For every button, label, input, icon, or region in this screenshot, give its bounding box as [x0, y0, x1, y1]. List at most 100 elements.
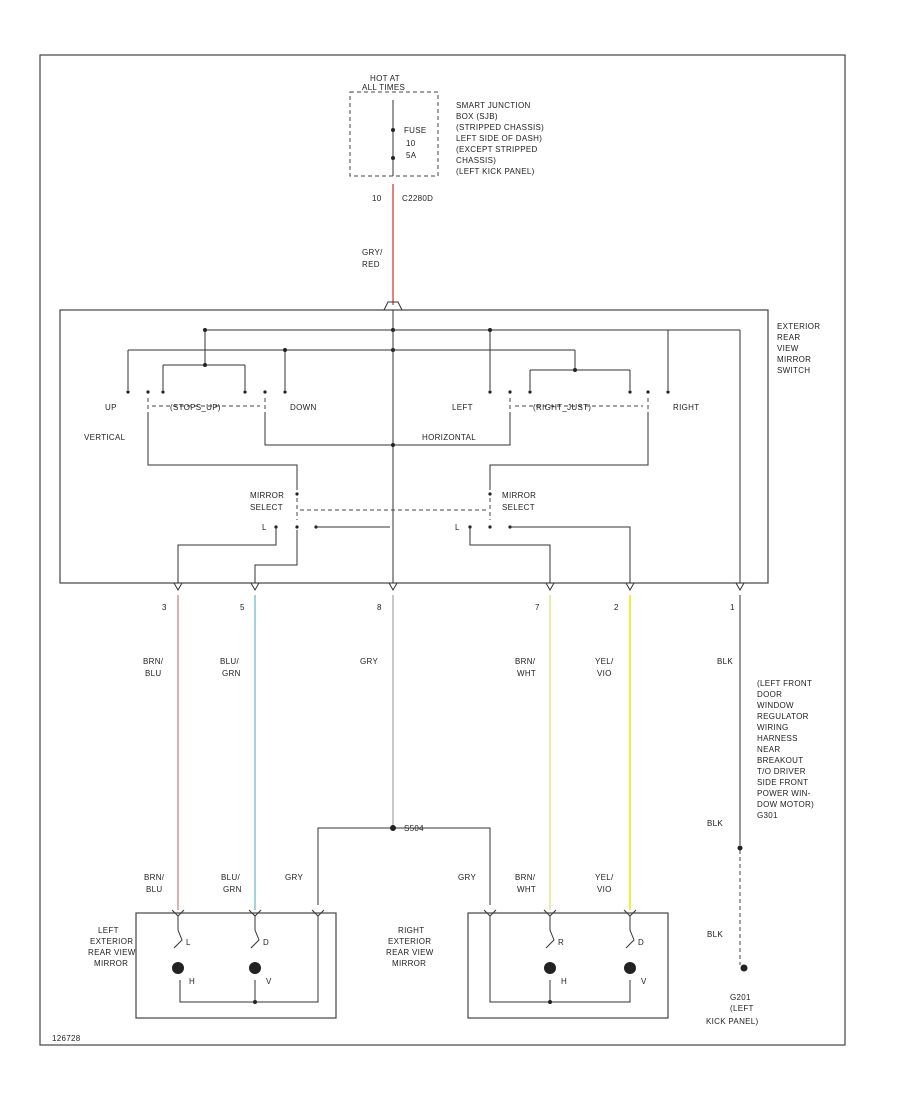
rm-motor-v-icon [624, 962, 636, 974]
lm-wire-label-1b: BLU [146, 885, 162, 894]
select-blades [296, 498, 491, 520]
rm-wire-label-3a: YEL/ [595, 873, 614, 882]
out-pin-3 [177, 527, 277, 583]
contact-row: UP (STOPS_UP) DOWN LEFT (RIGHT_JUST) RIG… [105, 390, 699, 412]
sjb-desc-6: CHASSIS) [456, 156, 496, 165]
left-mirror: BRN/ BLU BLU/ GRN GRY LEFT EXTERIOR REAR… [88, 873, 337, 1019]
rm-internal-wiring [489, 916, 631, 1003]
diagram-border [39, 54, 846, 1046]
switch-blades [147, 398, 649, 412]
ground-id: G201 [730, 993, 751, 1002]
sjb-desc-1: SMART JUNCTION [456, 101, 531, 110]
harness-desc-8: BREAKOUT [757, 756, 803, 765]
wire-label-yel-vio-1: YEL/ [595, 657, 614, 666]
switch-name-5: SWITCH [777, 366, 810, 375]
label-vertical: VERTICAL [84, 433, 126, 442]
contact [146, 390, 150, 394]
figure-id: 126728 [52, 1034, 81, 1043]
out-pin-5 [254, 530, 298, 583]
sjb-desc-7: (LEFT KICK PANEL) [456, 167, 535, 176]
pin-terminal [735, 582, 745, 592]
sjb-desc-4: LEFT SIDE OF DASH) [456, 134, 542, 143]
contact [161, 390, 165, 394]
rm-motor-v: V [641, 977, 647, 986]
harness-desc-13: G301 [757, 811, 778, 820]
rm-switch-h [545, 929, 555, 949]
blk-label-1: BLK [707, 819, 723, 828]
rm-wire-label-2a: BRN/ [515, 873, 536, 882]
lm-wire-label-3: GRY [285, 873, 303, 882]
harness-desc-4: REGULATOR [757, 712, 809, 721]
wire-label-brn-wht-1: BRN/ [515, 657, 536, 666]
junction-dot [548, 1000, 552, 1004]
rm-name-1: RIGHT [398, 926, 424, 935]
rm-motor-h-icon [544, 962, 556, 974]
junction-dot [283, 348, 287, 352]
rm-name-4: MIRROR [392, 959, 426, 968]
label-horizontal: HORIZONTAL [422, 433, 476, 442]
sjb-pin: 10 [372, 194, 382, 203]
lm-dir-h: L [186, 938, 191, 947]
ground-g201: G201 (LEFT KICK PANEL) [706, 964, 758, 1026]
lm-motor-v-icon [249, 962, 261, 974]
hot-label-1: HOT AT [370, 74, 400, 83]
lm-motor-v: V [266, 977, 272, 986]
pin-terminal [625, 582, 635, 592]
contact [126, 390, 130, 394]
sjb-connector: C2280D [402, 194, 433, 203]
contact [628, 390, 632, 394]
sjb-desc-3: (STRIPPED CHASSIS) [456, 123, 544, 132]
switch-second-bus [127, 349, 576, 390]
harness-desc-10: SIDE FRONT [757, 778, 808, 787]
pin-5: 5 [240, 603, 245, 612]
switch-name-3: VIEW [777, 344, 799, 353]
harness-desc-3: WINDOW [757, 701, 794, 710]
rm-dir-v: D [638, 938, 644, 947]
lm-name-1: LEFT [98, 926, 119, 935]
harness-desc-6: HARNESS [757, 734, 798, 743]
mirror-select-left-1: MIRROR [250, 491, 284, 500]
pin-terminal [388, 582, 398, 592]
out-pin-7 [469, 527, 551, 583]
switch-name-1: EXTERIOR [777, 322, 820, 331]
rm-name-3: REAR VIEW [386, 948, 434, 957]
fuse-terminal-top [391, 128, 395, 132]
pin-2: 2 [614, 603, 619, 612]
junction-dot [253, 1000, 257, 1004]
junction-dot [391, 443, 395, 447]
switch-input-connector [383, 301, 403, 311]
lm-wire-label-2b: GRN [223, 885, 242, 894]
contact-right-just: (RIGHT_JUST) [533, 403, 591, 412]
rm-wire-label-2b: WHT [517, 885, 536, 894]
pin-8: 8 [377, 603, 382, 612]
pin-1: 1 [730, 603, 735, 612]
sjb-desc-5: (EXCEPT STRIPPED [456, 145, 538, 154]
fuse-label-1: FUSE [404, 126, 427, 135]
sjb-outline [349, 91, 439, 177]
fuse-terminal-bottom [391, 156, 395, 160]
blk-label-2: BLK [707, 930, 723, 939]
harness-desc-2: DOOR [757, 690, 782, 699]
rm-wire-label-1: GRY [458, 873, 476, 882]
rm-switch-v [625, 929, 635, 949]
pin-terminal [545, 582, 555, 592]
fuse-label-3: 5A [406, 151, 417, 160]
harness-desc-7: NEAR [757, 745, 780, 754]
contact [488, 492, 492, 496]
wire-label-yel-vio-2: VIO [597, 669, 612, 678]
switch-top-bus [204, 310, 740, 365]
contact-stops-up: (STOPS_UP) [170, 403, 221, 412]
lm-name-2: EXTERIOR [90, 937, 133, 946]
rm-dir-h: R [558, 938, 564, 947]
wire-label-blk: BLK [717, 657, 733, 666]
harness-wires: 3 5 8 7 2 1 BRN/ BLU BLU/ GRN GRY BRN/ W… [143, 582, 745, 965]
horizontal-bus-left [264, 412, 511, 446]
ground-desc-1: (LEFT [730, 1004, 754, 1013]
contact [528, 390, 532, 394]
lm-wire-label-1a: BRN/ [144, 873, 165, 882]
mirror-select-left-2: SELECT [250, 503, 283, 512]
mirror-select-right-1: MIRROR [502, 491, 536, 500]
wire-label-brn-blu-2: BLU [145, 669, 161, 678]
rm-motor-h: H [561, 977, 567, 986]
contact-up: UP [105, 403, 117, 412]
